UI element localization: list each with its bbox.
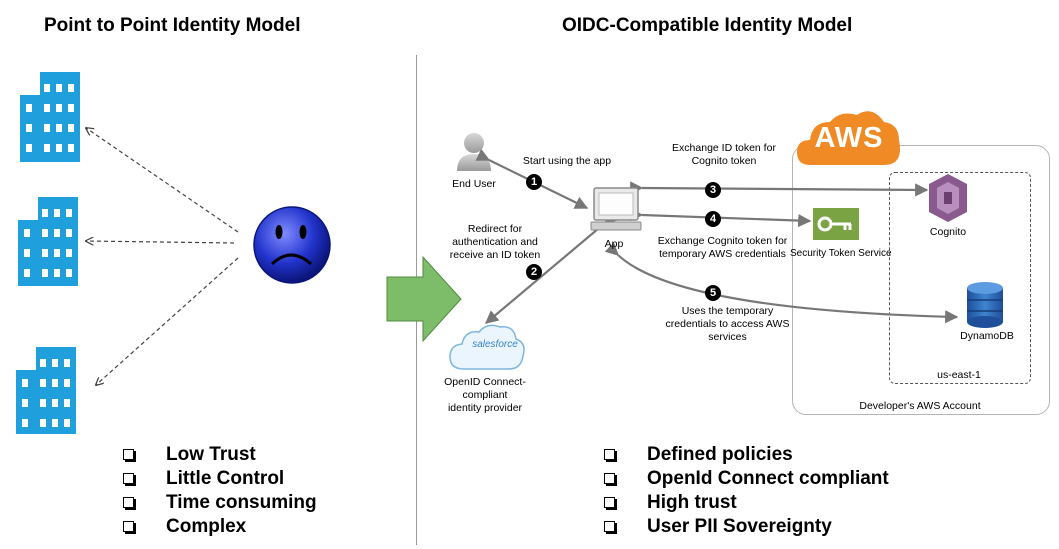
database-icon <box>967 282 1003 328</box>
bullet-item: Defined policies <box>604 443 889 467</box>
step-badge-4: 4 <box>705 211 721 227</box>
flow-diagram <box>449 111 1003 370</box>
right-bullet-list: Defined policies OpenId Connect complian… <box>604 443 889 539</box>
salesforce-logo-text: salesforce <box>472 339 518 350</box>
key-icon <box>813 208 859 240</box>
cognito-label: Cognito <box>929 226 967 238</box>
transition-arrow <box>386 255 462 343</box>
step-badge-5: 5 <box>705 285 721 301</box>
end-user-label: End User <box>452 178 496 190</box>
right-title: OIDC-Compatible Identity Model <box>562 15 853 36</box>
checkbox-icon <box>604 521 615 532</box>
checkbox-icon <box>604 449 615 460</box>
sad-face-icon <box>253 206 331 284</box>
app-label: App <box>604 238 624 250</box>
checkbox-icon <box>604 497 615 508</box>
flow-arrow-5 <box>604 242 959 324</box>
step-badge-2: 2 <box>526 264 542 280</box>
left-title: Point to Point Identity Model <box>44 15 301 36</box>
step-badge-1: 1 <box>526 174 542 190</box>
left-diagram <box>16 72 331 434</box>
computer-icon <box>590 187 642 231</box>
left-bullet-list: Low Trust Little Control Time consuming … <box>123 443 317 539</box>
flow-arrow-4 <box>629 207 812 228</box>
flow-arrow-3 <box>630 181 929 197</box>
checkbox-icon <box>123 473 134 484</box>
step-1-text: Start using the app <box>522 155 612 167</box>
checkbox-icon <box>604 473 615 484</box>
bullet-item: Low Trust <box>123 443 317 467</box>
checkbox-icon <box>123 449 134 460</box>
flow-arrow-2 <box>484 210 619 324</box>
region-label: us-east-1 <box>937 369 981 381</box>
account-label: Developer's AWS Account <box>859 400 981 412</box>
bullet-item: High trust <box>604 491 889 515</box>
bullet-item: Complex <box>123 515 317 539</box>
salesforce-logo <box>449 324 525 370</box>
aws-cloud-logo <box>797 111 900 165</box>
user-icon <box>457 133 491 171</box>
checkbox-icon <box>123 497 134 508</box>
bullet-item: OpenId Connect compliant <box>604 467 889 491</box>
dashed-arrow <box>86 128 239 385</box>
step-badge-3: 3 <box>705 182 721 198</box>
dynamodb-label: DynamoDB <box>960 330 1014 342</box>
aws-logo-text: AWS <box>814 122 884 154</box>
checkbox-icon <box>123 521 134 532</box>
bullet-item: User PII Sovereignty <box>604 515 889 539</box>
bullet-item: Little Control <box>123 467 317 491</box>
sts-label: Security Token Service <box>790 248 892 259</box>
bullet-item: Time consuming <box>123 491 317 515</box>
cognito-icon <box>929 174 967 222</box>
